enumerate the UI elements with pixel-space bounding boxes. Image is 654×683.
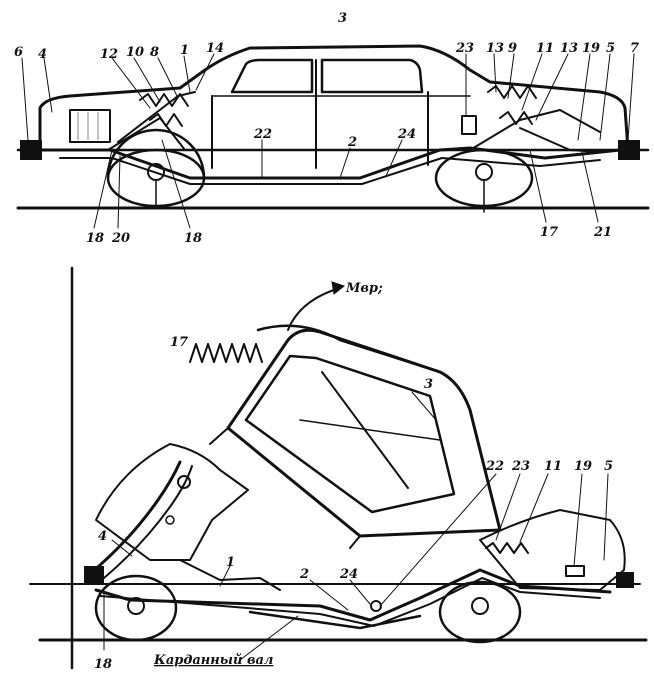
rear-wheel-top (434, 148, 534, 213)
engine-block (69, 109, 111, 143)
rear-window (320, 58, 424, 94)
front-window (230, 58, 314, 94)
top-label-21: 21 (593, 225, 612, 240)
rear-spring-assembly (461, 85, 601, 153)
top-figure: 3 6 4 12 10 8 1 14 22 2 24 23 13 9 11 13… (14, 11, 650, 246)
top-label-2: 2 (347, 135, 357, 150)
beam-4 (90, 460, 182, 574)
top-label-6: 6 (14, 45, 23, 60)
top-label-13a: 13 (486, 41, 504, 56)
top-label-18a: 18 (86, 231, 104, 246)
rear-wheel-bottom (438, 580, 522, 644)
bottom-label-22: 22 (485, 459, 504, 474)
top-label-13b: 13 (560, 41, 578, 56)
front-spring-assembly (107, 91, 196, 151)
rotation-arrow (287, 287, 341, 331)
bottom-caption-cardan: Карданный вал (153, 653, 273, 668)
bottom-label-24: 24 (339, 567, 358, 582)
front-hood-section (95, 443, 249, 561)
top-label-3: 3 (338, 11, 347, 26)
rear-spring-bottom (485, 542, 529, 554)
top-label-19: 19 (582, 41, 600, 56)
top-label-7: 7 (630, 41, 639, 56)
front-bumper-block (20, 140, 42, 160)
bottom-label-1: 1 (226, 555, 235, 570)
bottom-label-M: Mвр; (345, 281, 383, 296)
car-body-outline (38, 44, 630, 152)
bottom-label-5: 5 (604, 459, 613, 474)
front-bumper-block-bottom (84, 566, 104, 584)
bottom-label-19: 19 (574, 459, 592, 474)
bottom-figure: 17 Mвр; 3 4 1 2 24 22 23 11 19 5 18 Кард… (29, 266, 648, 672)
cardan-shaft (248, 610, 422, 630)
top-label-12: 12 (100, 47, 118, 62)
bottom-label-18: 18 (94, 657, 112, 672)
top-label-10: 10 (126, 45, 144, 60)
rear-bumper-block-bottom (616, 572, 634, 588)
front-wheel-bottom (94, 574, 178, 642)
top-label-4: 4 (38, 47, 47, 62)
top-label-22: 22 (253, 127, 272, 142)
rotation-arrow-head (331, 281, 346, 295)
top-label-11: 11 (536, 41, 554, 56)
top-label-14: 14 (206, 41, 224, 56)
bottom-label-3: 3 (424, 377, 433, 392)
chassis-frame-top (40, 146, 622, 180)
top-label-5: 5 (606, 41, 615, 56)
top-label-20: 20 (111, 231, 130, 246)
coil-spring-17 (189, 343, 263, 363)
front-wheel-top (106, 128, 206, 209)
top-label-17: 17 (540, 225, 558, 240)
top-label-9: 9 (508, 41, 517, 56)
rear-hood-section (479, 509, 626, 591)
top-label-18b: 18 (184, 231, 202, 246)
bottom-label-17: 17 (170, 335, 188, 350)
top-label-23: 23 (455, 41, 474, 56)
bottom-label-4: 4 (98, 529, 107, 544)
top-label-1: 1 (180, 43, 189, 58)
top-label-8: 8 (150, 45, 159, 60)
bottom-label-11: 11 (544, 459, 562, 474)
top-label-24: 24 (397, 127, 416, 142)
bottom-label-2: 2 (299, 567, 309, 582)
tilted-cabin (209, 324, 502, 549)
bottom-label-23: 23 (511, 459, 530, 474)
